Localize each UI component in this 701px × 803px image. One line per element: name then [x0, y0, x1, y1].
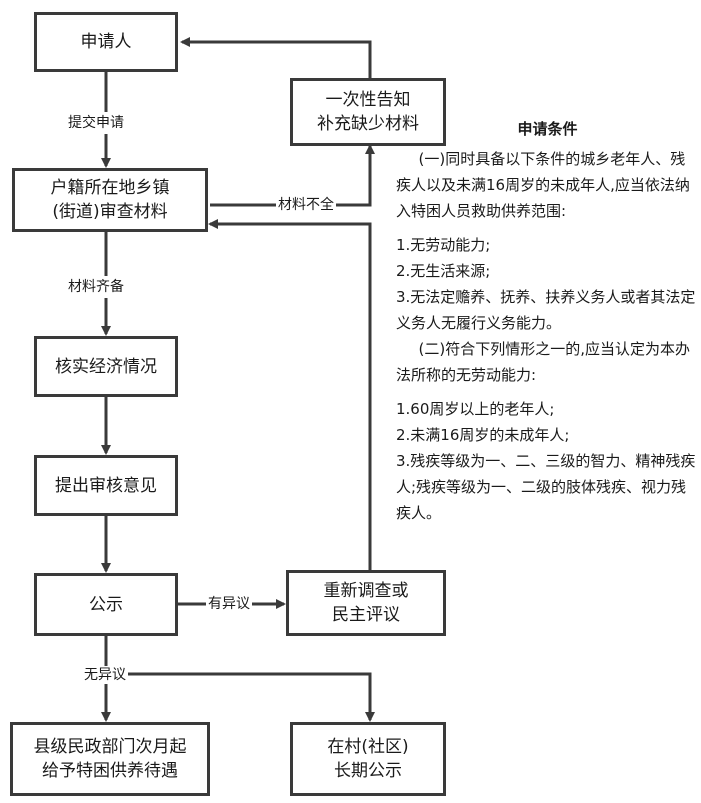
applicant-label: 申请人 — [80, 32, 132, 52]
review-line1: 户籍所在地乡镇 — [50, 178, 170, 198]
publicize-box: 公示 — [34, 573, 178, 636]
arrow-incomplete — [210, 144, 375, 207]
conditions-list2-item: 2.未满16周岁的未成年人; — [396, 426, 570, 444]
opinion-label: 提出审核意见 — [55, 475, 157, 496]
label-no-objection: 无异议 — [82, 666, 128, 684]
reinvestigate-line2: 民主评议 — [332, 605, 400, 625]
county-line1: 县级民政部门次月起 — [33, 737, 187, 757]
conditions-list1-item: 2.无生活来源; — [396, 262, 491, 280]
label-submit: 提交申请 — [68, 112, 124, 134]
conditions-para2: (二)符合下列情形之一的,应当认定为本办法所称的无劳动能力: — [396, 340, 690, 384]
arrow-reinvestigate-review — [208, 219, 372, 570]
village-line1: 在村(社区) — [327, 737, 409, 757]
county-box: 县级民政部门次月起 给予特困供养待遇 — [10, 722, 210, 796]
reinvestigate-line1: 重新调查或 — [323, 581, 409, 601]
reinvestigate-box: 重新调查或 民主评议 — [286, 570, 446, 636]
conditions-list2-item: 3.残疾等级为一、二、三级的智力、精神残疾人;残疾等级为一、二级的肢体残疾、视力… — [396, 452, 696, 522]
verify-box: 核实经济情况 — [34, 336, 178, 397]
village-box: 在村(社区) 长期公示 — [290, 722, 446, 796]
notify-line1: 一次性告知 — [325, 90, 411, 110]
publicize-label: 公示 — [89, 594, 123, 615]
label-objection: 有异议 — [206, 595, 252, 613]
conditions-list2-item: 1.60周岁以上的老年人; — [396, 400, 555, 418]
verify-label: 核实经济情况 — [55, 356, 157, 377]
review-box: 户籍所在地乡镇 (街道)审查材料 — [12, 168, 208, 232]
conditions-list1-item: 1.无劳动能力; — [396, 236, 491, 254]
conditions-title: 申请条件 — [517, 120, 578, 138]
arrow-notify-applicant — [180, 37, 372, 78]
conditions-list1-item: 3.无法定赡养、抚养、扶养义务人或者其法定义务人无履行义务能力。 — [396, 288, 696, 332]
applicant-box: 申请人 — [34, 12, 178, 72]
village-line2: 长期公示 — [334, 761, 402, 781]
conditions-panel: 申请条件 (一)同时具备以下条件的城乡老年人、残疾人以及未满16周岁的未成年人,… — [396, 116, 699, 526]
opinion-box: 提出审核意见 — [34, 455, 178, 516]
review-line2: (街道)审查材料 — [52, 202, 168, 222]
conditions-para1: (一)同时具备以下条件的城乡老年人、残疾人以及未满16周岁的未成年人,应当依法纳… — [396, 150, 690, 220]
notify-line2: 补充缺少材料 — [317, 114, 419, 134]
county-line2: 给予特困供养待遇 — [42, 761, 178, 781]
label-incomplete: 材料不全 — [276, 196, 336, 214]
label-complete: 材料齐备 — [68, 276, 124, 298]
arrow-no-objection-village — [106, 672, 375, 722]
notify-box: 一次性告知 补充缺少材料 — [290, 78, 446, 146]
